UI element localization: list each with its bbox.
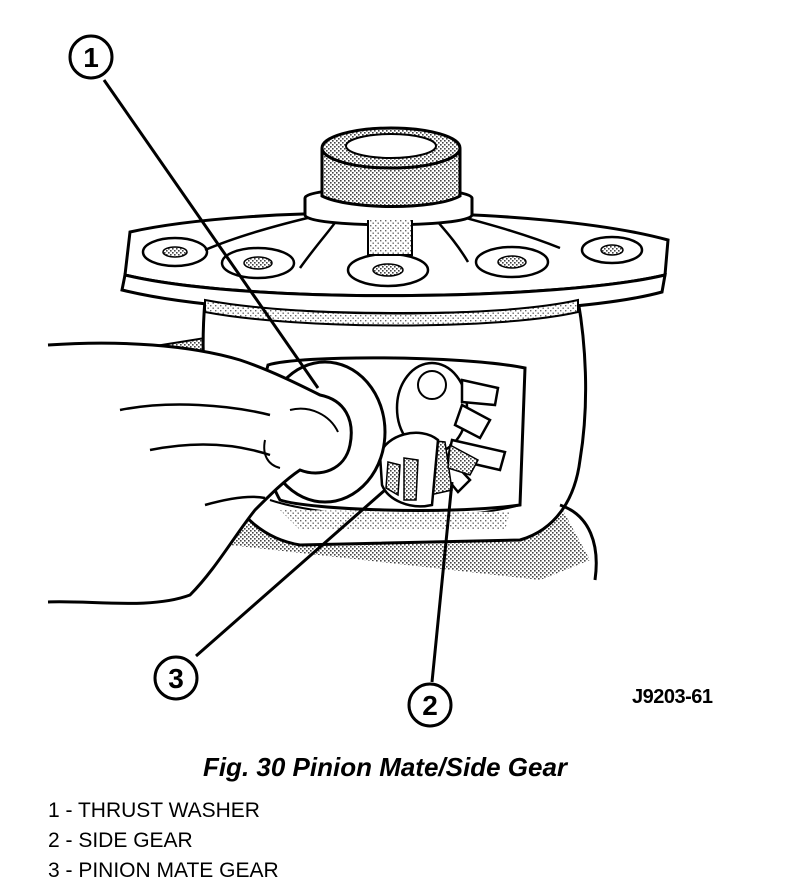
pinion-mate-gear — [378, 431, 440, 508]
callout-3: 3 — [153, 655, 199, 701]
differential-illustration: 1 3 2 — [47, 34, 670, 728]
callout-2-label: 2 — [422, 690, 438, 721]
callout-1-label: 1 — [83, 42, 99, 73]
callout-1: 1 — [68, 34, 114, 80]
legend-item: 1 - THRUST WASHER — [48, 799, 260, 822]
callout-2: 2 — [407, 682, 453, 728]
ring-gear-flange — [120, 211, 670, 327]
carrier-hub — [303, 126, 474, 256]
legend-item: 3 - PINION MATE GEAR — [48, 859, 279, 882]
callout-3-label: 3 — [168, 663, 184, 694]
figure-id: J9203-61 — [632, 686, 713, 708]
legend-item: 2 - SIDE GEAR — [48, 829, 193, 852]
figure-caption: Fig. 30 Pinion Mate/Side Gear — [202, 752, 568, 782]
hand — [47, 341, 598, 605]
leader-lines — [102, 79, 454, 683]
legend-list: 1 - THRUST WASHER 2 - SIDE GEAR 3 - PINI… — [48, 796, 279, 886]
